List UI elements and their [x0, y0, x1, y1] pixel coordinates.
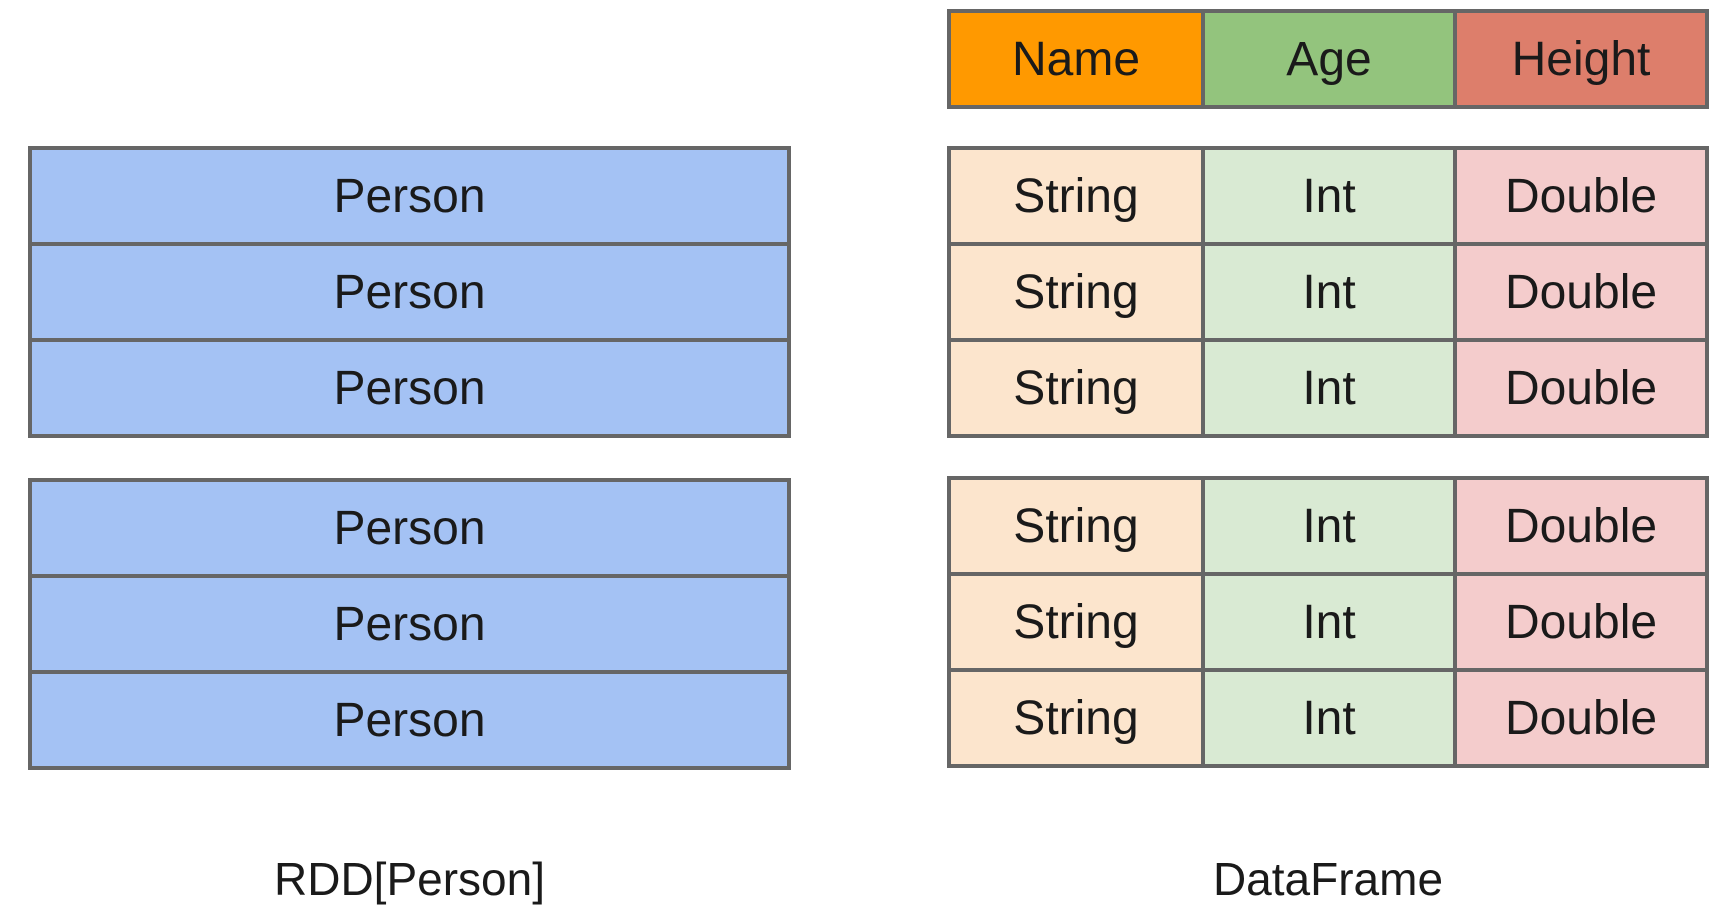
height-type-cell: Double: [1457, 480, 1705, 572]
height-type-cell: Double: [1457, 342, 1705, 434]
dataframe-row: String Int Double: [951, 246, 1705, 338]
name-type-cell: String: [951, 672, 1201, 764]
name-type-cell: String: [951, 342, 1201, 434]
age-type-cell: Int: [1205, 480, 1453, 572]
height-type-cell: Double: [1457, 672, 1705, 764]
height-type-cell: Double: [1457, 576, 1705, 668]
age-type-cell: Int: [1205, 342, 1453, 434]
rdd-person-cell: Person: [333, 169, 486, 223]
rdd-row: Person: [32, 342, 787, 434]
name-column-header: Name: [951, 13, 1201, 105]
rdd-caption: RDD[Person]: [274, 853, 545, 905]
rdd-row: Person: [32, 674, 787, 766]
dataframe-row: String Int Double: [951, 672, 1705, 764]
rdd-partition-2: Person Person Person: [28, 478, 791, 770]
height-type-cell: Double: [1457, 246, 1705, 338]
rdd-row: Person: [32, 150, 787, 242]
age-type-cell: Int: [1205, 150, 1453, 242]
age-type-cell: Int: [1205, 576, 1453, 668]
dataframe-row: String Int Double: [951, 342, 1705, 434]
dataframe-partition-2: String Int Double String Int Double Stri…: [947, 476, 1709, 768]
dataframe-row: String Int Double: [951, 480, 1705, 572]
dataframe-schema-header: Name Age Height: [947, 9, 1709, 109]
rdd-person-cell: Person: [333, 693, 486, 747]
name-type-cell: String: [951, 480, 1201, 572]
rdd-row: Person: [32, 482, 787, 574]
rdd-partition-1: Person Person Person: [28, 146, 791, 438]
height-type-cell: Double: [1457, 150, 1705, 242]
dataframe-caption: DataFrame: [1212, 853, 1444, 905]
rdd-row: Person: [32, 246, 787, 338]
dataframe-partition-1: String Int Double String Int Double Stri…: [947, 146, 1709, 438]
rdd-person-cell: Person: [333, 265, 486, 319]
dataframe-row: String Int Double: [951, 576, 1705, 668]
name-type-cell: String: [951, 246, 1201, 338]
rdd-row: Person: [32, 578, 787, 670]
name-type-cell: String: [951, 150, 1201, 242]
height-column-header: Height: [1457, 13, 1705, 105]
age-type-cell: Int: [1205, 246, 1453, 338]
age-column-header: Age: [1205, 13, 1453, 105]
rdd-person-cell: Person: [333, 501, 486, 555]
name-type-cell: String: [951, 576, 1201, 668]
dataframe-row: String Int Double: [951, 150, 1705, 242]
schema-row: Name Age Height: [951, 13, 1705, 105]
rdd-person-cell: Person: [333, 597, 486, 651]
rdd-person-cell: Person: [333, 361, 486, 415]
age-type-cell: Int: [1205, 672, 1453, 764]
